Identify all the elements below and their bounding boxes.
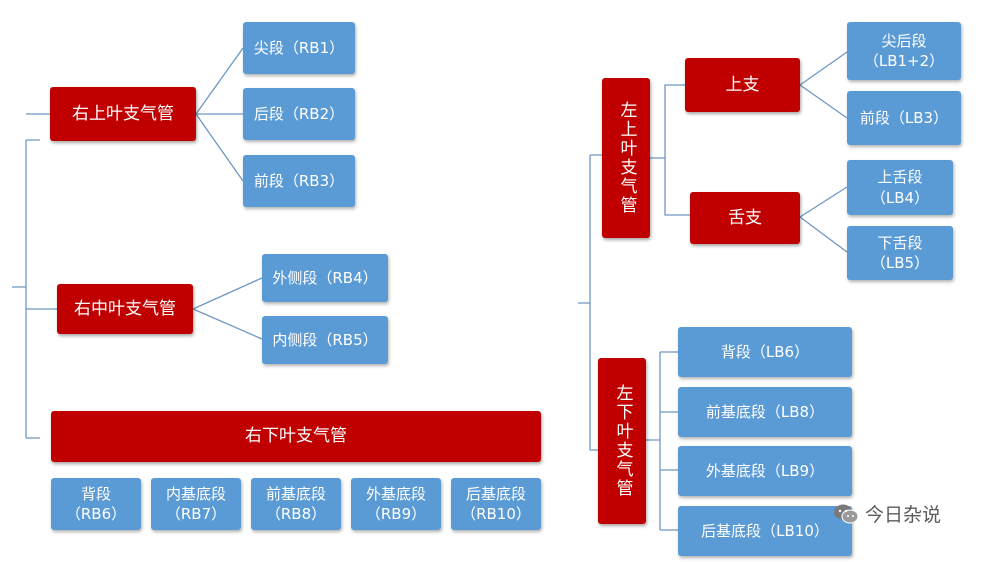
left-upper-lobe-bronchus: 左上叶支气管 bbox=[602, 78, 650, 238]
segment-lb1-2: 尖后段 （LB1+2） bbox=[847, 22, 961, 80]
segment-lb4: 上舌段 （LB4） bbox=[847, 160, 953, 215]
watermark-text: 今日杂说 bbox=[865, 504, 942, 526]
segment-lb8: 前基底段（LB8） bbox=[678, 387, 852, 437]
segment-rb1: 尖段（RB1） bbox=[243, 22, 355, 74]
right-lower-lobe-bronchus: 右下叶支气管 bbox=[51, 411, 541, 462]
left-lower-lobe-bronchus: 左下叶支气管 bbox=[598, 358, 646, 524]
right-middle-connector bbox=[26, 277, 263, 340]
right-upper-connector bbox=[26, 47, 244, 182]
segment-rb5: 内侧段（RB5） bbox=[262, 316, 388, 364]
segment-rb9: 外基底段 （RB9） bbox=[351, 478, 441, 530]
left-root-bracket bbox=[578, 154, 602, 451]
watermark: 今日杂说 bbox=[833, 500, 941, 527]
segment-rb8: 前基底段 （RB8） bbox=[251, 478, 341, 530]
segment-rb10: 后基底段 （RB10） bbox=[451, 478, 541, 530]
segment-lb9: 外基底段（LB9） bbox=[678, 446, 852, 496]
segment-rb4: 外侧段（RB4） bbox=[262, 254, 388, 302]
left-lingula-connector bbox=[799, 186, 848, 253]
segment-rb7: 内基底段 （RB7） bbox=[151, 478, 241, 530]
right-root-bracket bbox=[12, 139, 40, 439]
segment-rb2: 后段（RB2） bbox=[243, 88, 355, 140]
left-upper-division: 上支 bbox=[685, 58, 800, 112]
right-upper-lobe-bronchus: 右上叶支气管 bbox=[50, 87, 196, 141]
left-lingula-division: 舌支 bbox=[690, 192, 800, 244]
left-upper-connector bbox=[650, 84, 690, 216]
segment-lb6: 背段（LB6） bbox=[678, 327, 852, 377]
segment-lb10: 后基底段（LB10） bbox=[678, 506, 852, 556]
wechat-icon bbox=[834, 504, 859, 523]
segment-rb6: 背段 （RB6） bbox=[51, 478, 141, 530]
left-upper-division-connector bbox=[799, 51, 848, 119]
left-lower-connector bbox=[646, 351, 678, 531]
right-middle-lobe-bronchus: 右中叶支气管 bbox=[57, 284, 193, 334]
segment-lb3: 前段（LB3） bbox=[847, 91, 961, 145]
segment-lb5: 下舌段 （LB5） bbox=[847, 226, 953, 280]
segment-rb3: 前段（RB3） bbox=[243, 155, 355, 207]
